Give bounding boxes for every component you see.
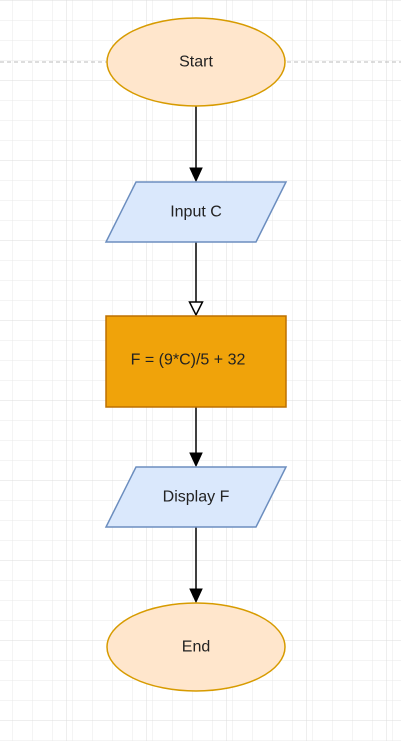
arrowhead-filled [189, 167, 203, 183]
end-label: End [182, 639, 210, 656]
process-rectangle [105, 315, 287, 408]
output-label: Display F [163, 489, 230, 506]
edge-input-to-process[interactable] [188, 242, 204, 317]
output-parallelogram [104, 466, 288, 528]
input-parallelogram [104, 181, 288, 243]
node-output[interactable]: Display F [104, 466, 288, 528]
node-process[interactable]: F = (9*C)/5 + 32 [105, 315, 287, 408]
arrowhead-open [188, 301, 204, 317]
process-label: F = (9*C)/5 + 32 [131, 352, 246, 369]
node-start[interactable]: Start [106, 17, 286, 107]
arrowhead-filled [189, 588, 203, 604]
start-label: Start [179, 54, 213, 71]
node-input[interactable]: Input C [104, 181, 288, 243]
edge-process-to-output[interactable] [189, 407, 203, 468]
edge-start-to-input[interactable] [189, 106, 203, 183]
edge-output-to-end[interactable] [189, 527, 203, 604]
node-end[interactable]: End [106, 602, 286, 692]
start-ellipse [106, 17, 286, 107]
input-label: Input C [170, 204, 222, 221]
arrowhead-filled [189, 452, 203, 468]
end-ellipse [106, 602, 286, 692]
